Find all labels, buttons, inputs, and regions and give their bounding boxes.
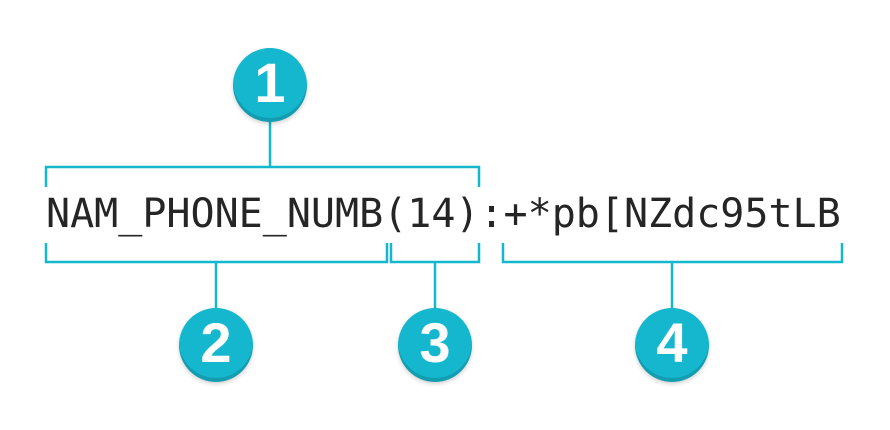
callout-badge-3: 3 — [398, 308, 472, 382]
callout-badge-4: 4 — [635, 308, 709, 382]
callout-3-bracket — [389, 243, 481, 264]
code-string: NAM_PHONE_NUMB(14):+*pb[NZdc95tLB — [46, 191, 841, 237]
callout-badge-2: 2 — [179, 308, 253, 382]
callout-number-4: 4 — [656, 311, 688, 374]
callout-4-bracket — [501, 243, 844, 264]
callout-2-bracket — [44, 243, 389, 264]
callout-number-3: 3 — [419, 311, 451, 374]
callout-1-bracket — [44, 165, 481, 187]
callout-number-1: 1 — [254, 51, 286, 114]
callout-badge-1: 1 — [233, 48, 307, 122]
callout-number-2: 2 — [200, 311, 232, 374]
